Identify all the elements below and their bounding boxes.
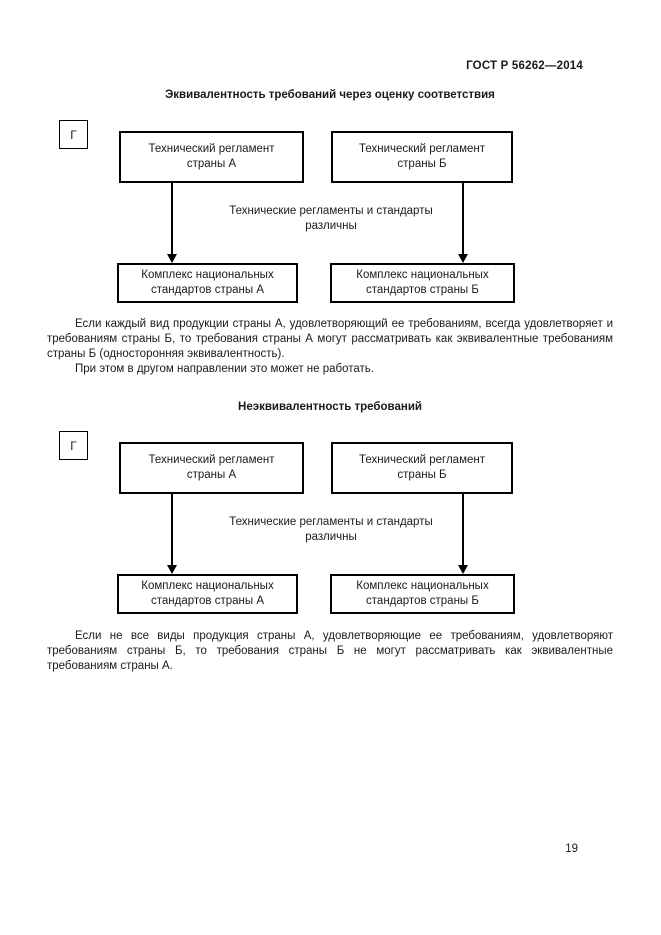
- paragraph: Если не все виды продукция страны А, удо…: [47, 630, 613, 672]
- node-label-line: страны Б: [397, 469, 447, 481]
- arrow-down-right-head-icon: [458, 254, 468, 263]
- node-national-standards-b: Комплекс национальных стандартов страны …: [330, 263, 515, 303]
- annex-letter-frame: Г: [59, 431, 88, 460]
- node-label-line: Технический регламент: [148, 454, 275, 466]
- node-national-standards-b: Комплекс национальных стандартов страны …: [330, 574, 515, 614]
- arrow-down-left-head-icon: [167, 565, 177, 574]
- node-national-standards-a: Комплекс национальных стандартов страны …: [117, 263, 298, 303]
- body-text-nonequivalence: Если не все виды продукция страны А, удо…: [47, 629, 613, 674]
- diagram-nonequivalence: Г Технический регламент страны А Техниче…: [0, 431, 661, 621]
- body-text-equivalence: Если каждый вид продукции страны А, удов…: [47, 317, 613, 377]
- node-label-line: стандартов страны А: [150, 595, 264, 607]
- annex-letter: Г: [70, 438, 77, 453]
- caption-line: различны: [305, 220, 357, 232]
- node-tech-reglament-a: Технический регламент страны А: [119, 442, 304, 494]
- section-title-nonequivalence: Неэквивалентность требований: [238, 401, 422, 413]
- node-label-line: Комплекс национальных: [356, 580, 489, 592]
- node-label-line: стандартов страны Б: [366, 284, 479, 296]
- node-label-line: Комплекс национальных: [141, 580, 274, 592]
- arrow-down-left-line: [171, 183, 173, 254]
- node-label-line: страны А: [186, 469, 237, 481]
- caption-line: Технические регламенты и стандарты: [229, 205, 433, 217]
- node-label-line: Технический регламент: [358, 143, 486, 155]
- node-label-line: Комплекс национальных: [141, 269, 274, 281]
- paragraph: Если каждый вид продукции страны А, удов…: [47, 318, 613, 360]
- annex-letter: Г: [70, 127, 77, 142]
- caption-line: Технические регламенты и стандарты: [229, 516, 433, 528]
- paragraph: При этом в другом направлении это может …: [75, 363, 374, 375]
- arrow-down-left-head-icon: [167, 254, 177, 263]
- node-label-line: страны А: [186, 158, 237, 170]
- node-label-line: стандартов страны Б: [366, 595, 479, 607]
- node-label-line: стандартов страны А: [150, 284, 264, 296]
- arrow-down-right-line: [462, 183, 464, 254]
- node-label-line: Комплекс национальных: [356, 269, 489, 281]
- node-label-line: страны Б: [397, 158, 447, 170]
- diagram-equivalence: Г Технический регламент страны А Техниче…: [0, 120, 661, 310]
- node-national-standards-a: Комплекс национальных стандартов страны …: [117, 574, 298, 614]
- section-title-equivalence: Эквивалентность требований через оценку …: [165, 89, 495, 101]
- page-number: 19: [565, 843, 578, 855]
- caption-line: различны: [305, 531, 357, 543]
- node-tech-reglament-b: Технический регламент страны Б: [331, 442, 513, 494]
- doc-code-header: ГОСТ Р 56262—2014: [466, 60, 583, 72]
- node-tech-reglament-a: Технический регламент страны А: [119, 131, 304, 183]
- arrow-down-right-line: [462, 494, 464, 565]
- arrow-down-left-line: [171, 494, 173, 565]
- annex-letter-frame: Г: [59, 120, 88, 149]
- node-tech-reglament-b: Технический регламент страны Б: [331, 131, 513, 183]
- node-label-line: Технический регламент: [358, 454, 486, 466]
- arrow-down-right-head-icon: [458, 565, 468, 574]
- diagram-middle-caption: Технические регламенты и стандарты разли…: [131, 204, 531, 234]
- node-label-line: Технический регламент: [148, 143, 275, 155]
- diagram-middle-caption: Технические регламенты и стандарты разли…: [131, 515, 531, 545]
